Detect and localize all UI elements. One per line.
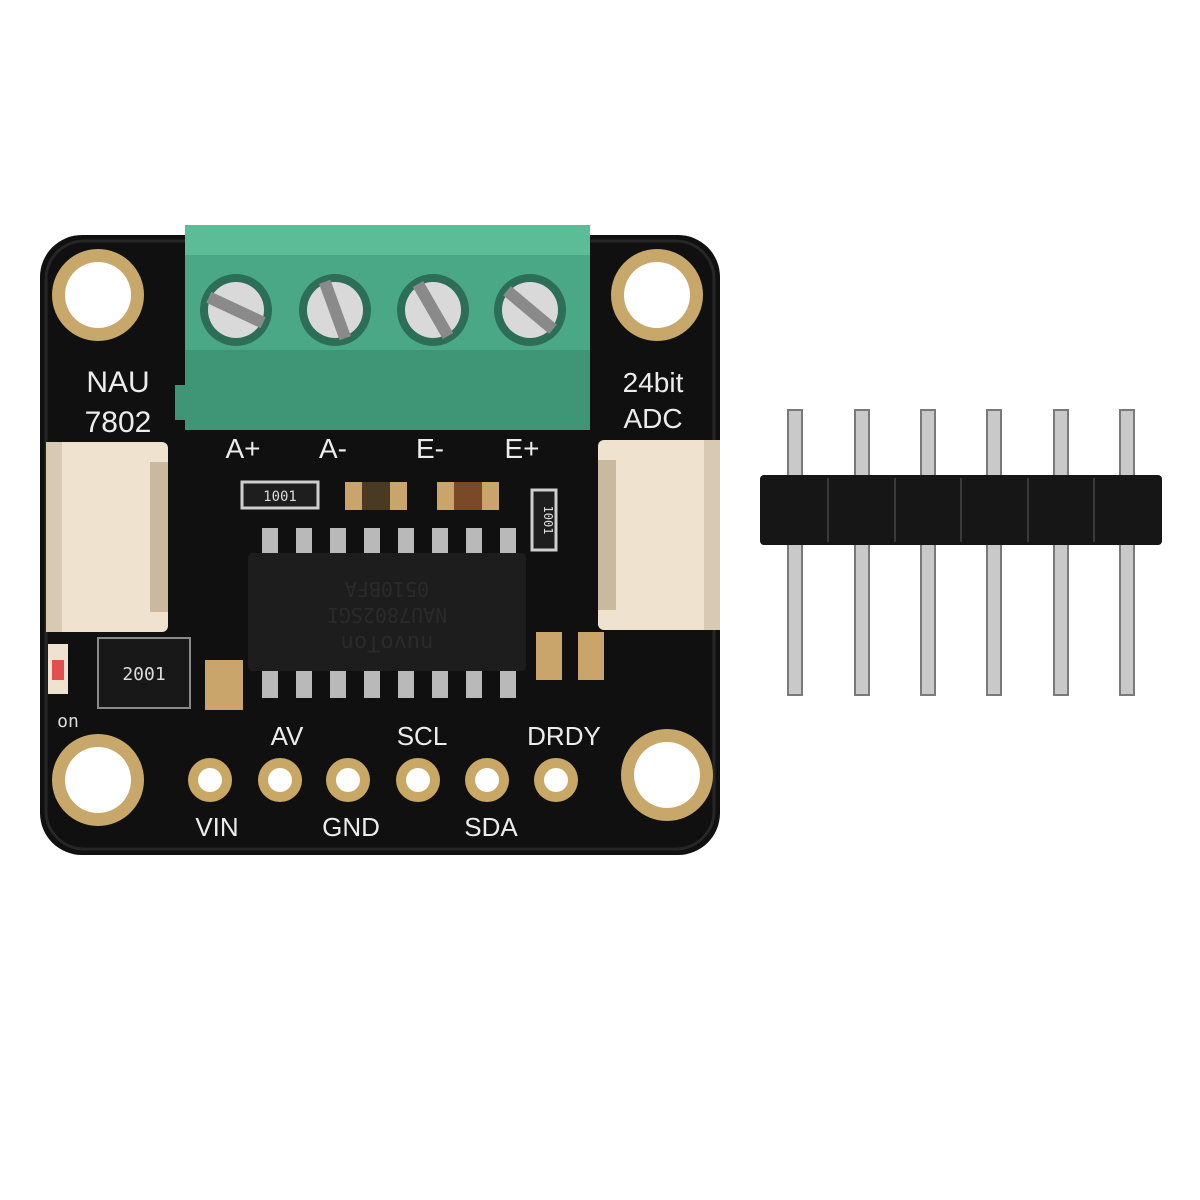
board-title-line1: NAU xyxy=(86,366,149,399)
chip-text-brand: nuvoTon xyxy=(341,630,434,655)
resistor-code-3: 1001 xyxy=(541,506,555,535)
adc-chip: nuvoTon NAU7802SGI 0510BFA xyxy=(248,528,526,698)
mounting-hole-bottom-right xyxy=(621,729,713,821)
terminal-label-e-minus: E- xyxy=(416,433,444,464)
board-title-line2: 7802 xyxy=(85,406,152,439)
pin-label-sda: SDA xyxy=(464,812,518,842)
terminal-block xyxy=(175,225,590,430)
mounting-holes xyxy=(52,249,713,826)
pin-label-av: AV xyxy=(271,721,304,751)
chip-text-lot: 0510BFA xyxy=(345,577,429,601)
chip-body xyxy=(248,553,526,671)
pin-header xyxy=(760,409,1162,696)
pin-label-drdy: DRDY xyxy=(527,721,601,751)
pin-label-gnd: GND xyxy=(322,812,380,842)
pin-label-scl: SCL xyxy=(397,721,448,751)
resistor-code-2: 2001 xyxy=(122,664,165,685)
terminal-label-e-plus: E+ xyxy=(504,433,539,464)
mounting-hole-top-right xyxy=(611,249,703,341)
connector-left xyxy=(46,442,168,632)
terminal-screw-3 xyxy=(397,274,469,346)
chip-text-part: NAU7802SGI xyxy=(327,603,447,627)
terminal-screw-1 xyxy=(200,274,272,346)
terminal-label-a-minus: A- xyxy=(319,433,347,464)
led-label: on xyxy=(57,711,79,732)
board-spec-line2: ADC xyxy=(623,403,682,434)
connector-right xyxy=(598,440,720,630)
mounting-hole-bottom-left xyxy=(52,734,144,826)
terminal-screw-2 xyxy=(299,274,371,346)
terminal-screw-4 xyxy=(494,274,566,346)
board-spec-line1: 24bit xyxy=(623,367,684,398)
header-pads xyxy=(188,758,578,802)
pin-label-vin: VIN xyxy=(195,812,238,842)
mounting-hole-top-left xyxy=(52,249,144,341)
passive-components: 1001 1001 2001 on xyxy=(48,480,604,732)
resistor-code-1: 1001 xyxy=(263,489,297,505)
terminal-label-a-plus: A+ xyxy=(225,433,260,464)
